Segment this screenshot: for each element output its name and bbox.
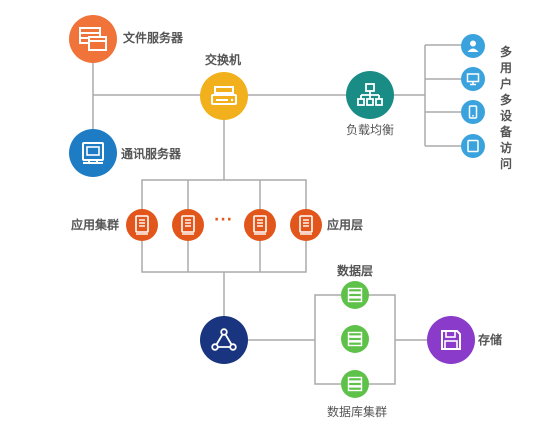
app-server-node [290,209,322,241]
tablet-icon [466,139,480,153]
database-node [341,370,369,398]
data-layer-label: 数据层 [337,264,374,278]
monitor-icon [80,140,106,166]
app-server-node [172,209,204,241]
comm-server-label: 通讯服务器 [121,147,182,161]
device-phone-node [461,100,485,124]
switch-icon [210,84,238,108]
multi-user-label-char: 访 [499,141,512,155]
network-share-icon [211,328,237,352]
multi-user-label-char: 设 [499,109,512,123]
comm-server-node [69,129,117,177]
multi-user-label-char: 备 [499,125,512,139]
ellipsis-dots: ··· [214,212,233,228]
multi-user-label-char: 多 [499,93,512,107]
floppy-disk-icon [439,328,463,352]
switch-node [200,72,248,120]
multi-user-label: 多用户多设备访问 [499,44,513,172]
app-layer-label: 应用层 [327,218,364,232]
db-cluster-label: 数据库集群 [327,405,388,419]
app-server-node [244,209,276,241]
app-server-icon [252,215,268,235]
database-icon [347,376,363,392]
device-desktop-node [461,67,485,91]
file-server-label: 文件服务器 [123,31,184,45]
storage-label: 存储 [478,333,503,347]
storage-node [427,316,475,364]
hub-node [200,316,248,364]
device-tablet-node [461,134,485,158]
load-balancer-label: 负载均衡 [346,123,395,137]
multi-user-label-char: 问 [499,157,512,171]
device-user-node [461,34,485,58]
multi-user-label-char: 户 [499,77,512,91]
multi-user-label-char: 多 [499,45,512,59]
app-server-icon [298,215,314,235]
file-server-node [69,15,117,63]
load-balancer-node [346,71,394,119]
desktop-icon [466,72,480,86]
database-node [341,281,369,309]
server-window-icon [78,26,108,52]
app-cluster-label: 应用集群 [71,218,120,232]
database-icon [347,287,363,303]
database-node [341,325,369,353]
phone-icon [466,105,480,119]
app-server-icon [180,215,196,235]
app-server-icon [134,215,150,235]
hierarchy-icon [356,82,384,108]
database-icon [347,331,363,347]
switch-label: 交换机 [205,53,242,67]
multi-user-label-char: 用 [499,61,512,75]
app-server-node [126,209,158,241]
user-icon [466,39,480,53]
